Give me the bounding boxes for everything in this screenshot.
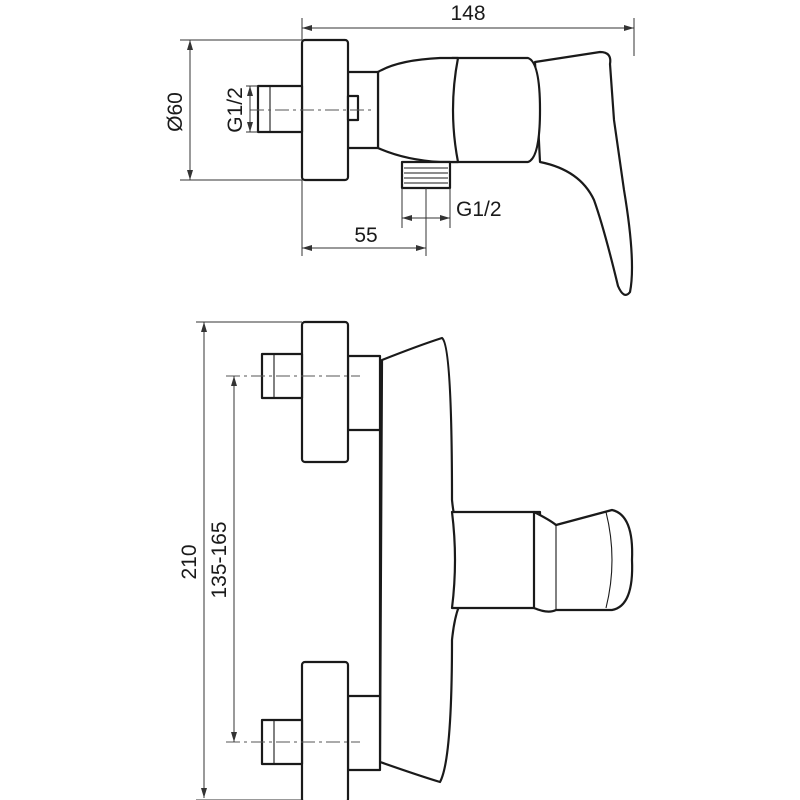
- top-view: 148 Ø60 G1/2 G1/2 55: [164, 2, 635, 296]
- dim-outlet-offset-label: 55: [354, 224, 377, 247]
- outlet-thread-marks: [404, 167, 448, 184]
- inlet-pipe: [256, 84, 304, 134]
- lower-wall-rosette: [300, 660, 350, 800]
- lower-eccentric-connector: [346, 694, 382, 772]
- mixer-body: [376, 56, 460, 164]
- dim-width-label: 148: [450, 2, 485, 25]
- dim-centers-label: 135-165: [208, 521, 231, 598]
- dim-inlet-thread-label: G1/2: [224, 87, 247, 133]
- front-cartridge-housing: [450, 510, 542, 610]
- handle-lever: [533, 50, 634, 296]
- dim-height-label: 210: [178, 544, 201, 579]
- dim-outlet-thread-label: G1/2: [456, 198, 502, 221]
- outlet-nipple: [400, 160, 452, 190]
- upper-eccentric-connector: [346, 354, 382, 432]
- connector-nut: [346, 94, 360, 122]
- front-handle-collar: [532, 508, 634, 613]
- front-view: 210 135-165: [178, 320, 634, 800]
- dim-diameter-label: Ø60: [164, 92, 187, 132]
- upper-wall-rosette: [300, 320, 350, 464]
- cartridge-collar: [450, 56, 542, 164]
